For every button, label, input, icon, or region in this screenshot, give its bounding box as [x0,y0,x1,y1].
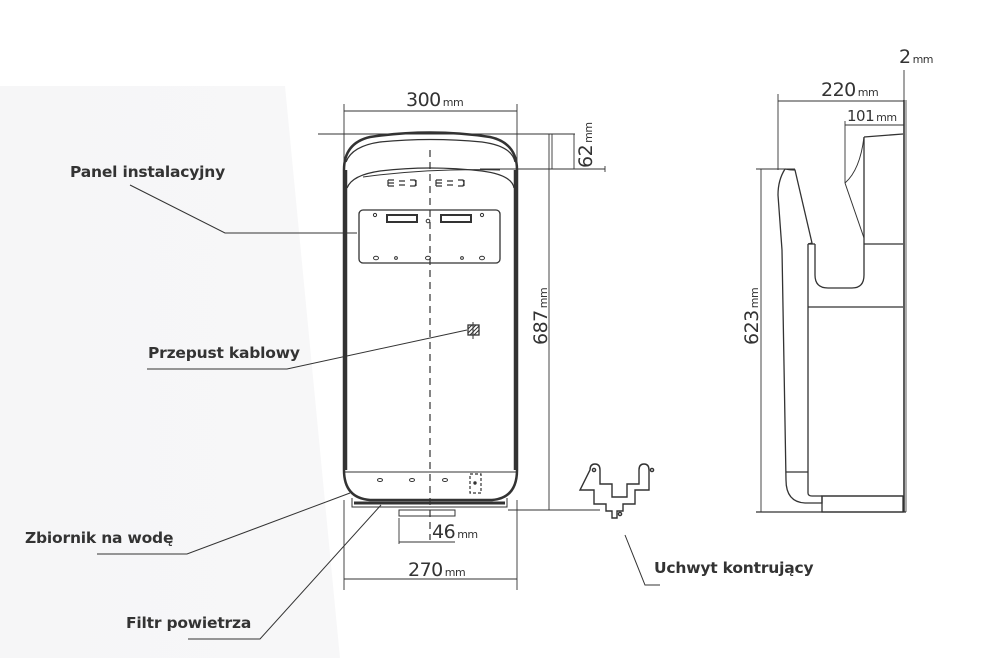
front-body-outline [342,131,519,502]
dim-value: 46 [432,521,456,543]
dim-unit: mm [537,287,550,309]
dim-value: 300 [406,89,441,111]
air-filter [351,498,508,517]
dim-value: 623 [741,310,763,345]
callout-mounting-bracket: Uchwyt kontrujący [654,559,814,577]
dim-unit: mm [444,566,466,579]
dim-unit: mm [857,86,879,99]
leader-lines [97,184,660,640]
dim-unit: mm [912,53,934,66]
dim-unit: mm [457,528,478,541]
front-top-curve [345,138,516,163]
dim-unit: mm [748,287,761,309]
dim-value: 2 [899,46,911,68]
vent-icons [387,179,465,187]
background-panel [0,86,340,658]
callout-air-filter: Filtr powietrza [126,614,252,632]
side-view [777,100,907,513]
side-dimensions [756,70,906,513]
dim-unit: mm [582,122,595,143]
dim-unit: mm [442,96,464,109]
callout-water-tank: Zbiornik na wodę [25,529,174,547]
mounting-bracket [578,463,655,519]
dim-side-height: 623mm [741,288,763,345]
dim-value: 62 [575,144,597,168]
cable-entry-icon [467,322,480,339]
dim-top-offset: 62mm [575,122,597,168]
dim-value: 270 [408,559,443,581]
dim-total-height: 687mm [530,288,552,345]
dim-value: 101 [847,107,875,125]
front-dimensions [318,104,606,590]
dim-value: 687 [530,310,552,345]
callout-installation-panel: Panel instalacyjny [70,163,226,181]
dim-unit: mm [876,111,897,124]
callout-cable-entry: Przepust kablowy [148,344,300,362]
dim-value: 220 [821,79,856,101]
front-view [342,131,519,540]
